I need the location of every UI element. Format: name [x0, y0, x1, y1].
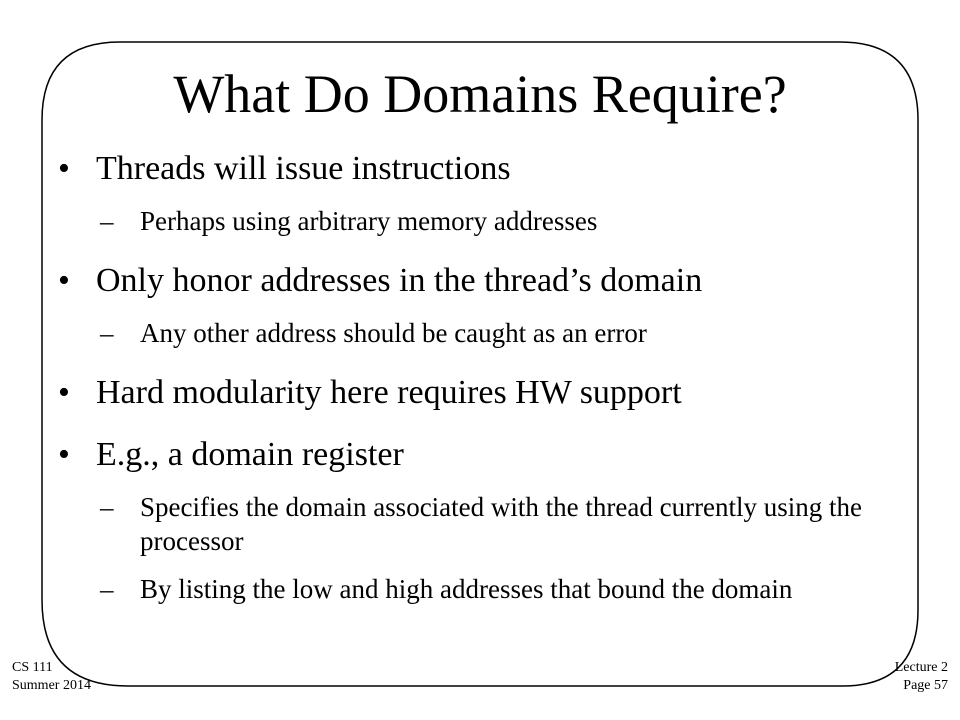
- bullet-dot: •: [58, 262, 70, 299]
- bullet-1: • Threads will issue instructions: [58, 148, 888, 190]
- bullet-dot: •: [58, 374, 70, 411]
- bullet-2: • Only honor addresses in the thread’s d…: [58, 260, 888, 302]
- footer-term: Summer 2014: [12, 678, 91, 693]
- bullet-dot: •: [58, 150, 70, 187]
- bullet-4-sub-1-text: Specifies the domain associated with the…: [140, 492, 863, 556]
- bullet-1-text: Threads will issue instructions: [96, 150, 511, 187]
- footer-lecture-number: Lecture 2: [894, 660, 948, 675]
- bullet-3-text: Hard modularity here requires HW support: [96, 374, 682, 411]
- bullet-2-sub-1-text: Any other address should be caught as an…: [140, 318, 647, 348]
- dash-mark: –: [100, 318, 114, 348]
- slide-content: • Threads will issue instructions – Perh…: [58, 148, 888, 606]
- bullet-4-sub-1: – Specifies the domain associated with t…: [58, 490, 888, 558]
- bullet-4: • E.g., a domain register: [58, 434, 888, 476]
- frame-outline: [41, 41, 919, 687]
- slide-title: What Do Domains Require?: [173, 64, 787, 124]
- bullet-4-sub-2: – By listing the low and high addresses …: [58, 572, 888, 606]
- bullet-2-text: Only honor addresses in the thread’s dom…: [96, 262, 703, 299]
- bullet-dot: •: [58, 436, 70, 473]
- dash-mark: –: [100, 492, 114, 522]
- footer-page-number: Page 57: [903, 678, 948, 693]
- bullet-4-sub-2-text: By listing the low and high addresses th…: [140, 574, 793, 604]
- dash-mark: –: [100, 574, 114, 604]
- bullet-2-sub-1: – Any other address should be caught as …: [58, 316, 888, 350]
- bullet-3: • Hard modularity here requires HW suppo…: [58, 372, 888, 414]
- dash-mark: –: [100, 206, 114, 236]
- footer-course-name: CS 111: [12, 660, 53, 675]
- bullet-4-text: E.g., a domain register: [96, 436, 404, 473]
- footer-course: CS 111 Summer 2014: [12, 659, 91, 695]
- bullet-1-sub-1: – Perhaps using arbitrary memory address…: [58, 204, 888, 238]
- bullet-1-sub-1-text: Perhaps using arbitrary memory addresses: [140, 206, 598, 236]
- footer-lecture: Lecture 2 Page 57: [895, 659, 948, 695]
